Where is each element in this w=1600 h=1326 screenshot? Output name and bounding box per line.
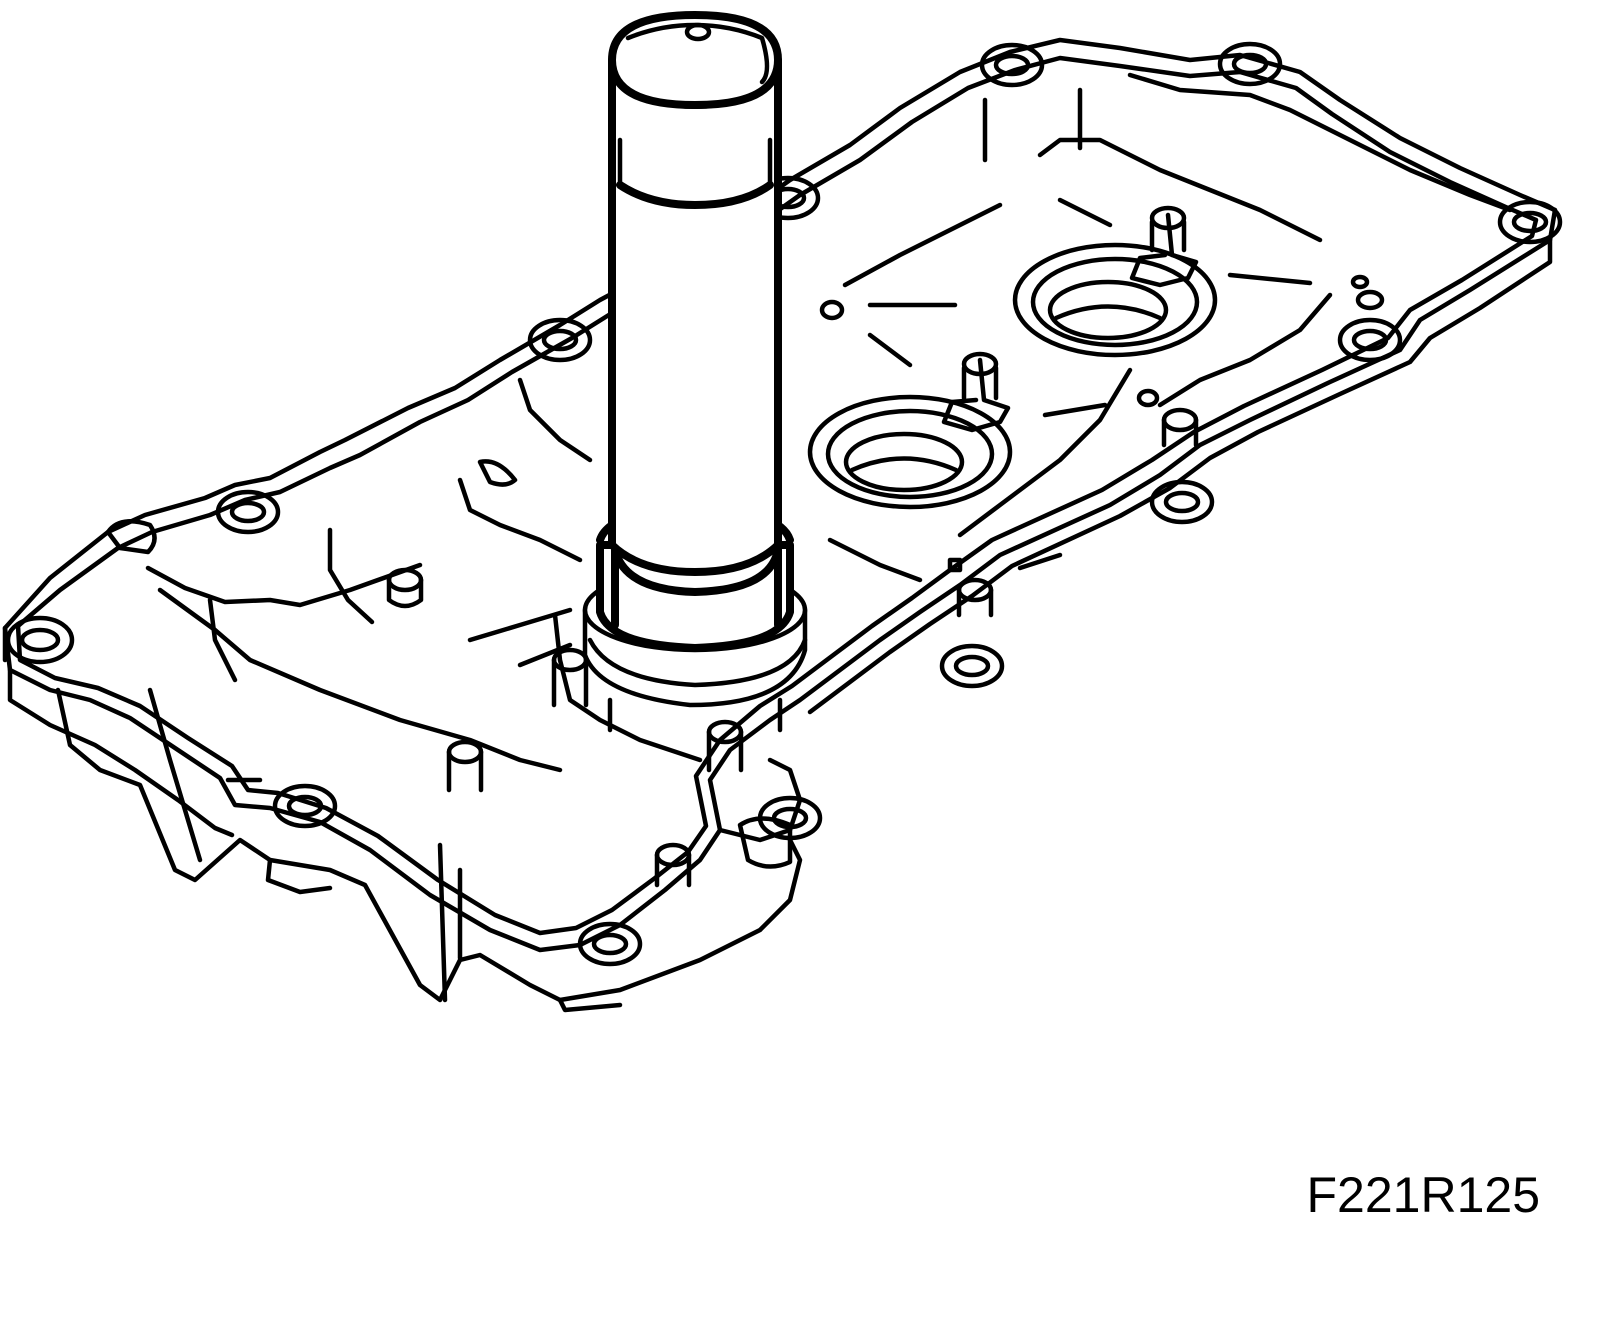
peg-pin xyxy=(386,567,424,609)
bolt-hole xyxy=(819,299,845,321)
housing-skirt xyxy=(2,237,1553,843)
drift-tool xyxy=(582,11,808,733)
bolt-hole xyxy=(1149,479,1215,525)
flange-lugs xyxy=(105,519,793,869)
bolt-hole xyxy=(979,42,1045,88)
peg-pin xyxy=(446,739,484,793)
peg-pin xyxy=(956,577,994,618)
peg-pin xyxy=(947,557,963,573)
bolt-hole xyxy=(1350,274,1370,290)
peg-pin xyxy=(654,842,692,888)
figure-code: F221R125 xyxy=(1306,1167,1541,1223)
bolt-hole xyxy=(577,921,643,967)
bolt-hole xyxy=(1355,289,1385,311)
peg-pin xyxy=(706,719,744,773)
bolt-hole xyxy=(1217,41,1283,87)
bolt-hole xyxy=(939,643,1005,689)
bearing-bore-lower xyxy=(807,394,1013,510)
bolt-hole xyxy=(5,615,75,665)
bearing-bore-upper xyxy=(1012,242,1218,358)
peg-pin xyxy=(1161,407,1199,448)
bolt-hole xyxy=(1337,317,1403,363)
bolt-hole xyxy=(215,489,281,535)
bolt-hole xyxy=(527,317,593,363)
bolt-hole xyxy=(1136,388,1160,408)
housing-body xyxy=(55,687,803,1013)
bolt-hole xyxy=(1497,199,1563,245)
bolt-holes xyxy=(5,41,1563,967)
stepped-stud-lower xyxy=(941,351,1011,433)
bolt-hole xyxy=(272,783,338,829)
tool-head xyxy=(608,11,782,109)
tool-shaft xyxy=(608,56,782,576)
stepped-stud-upper xyxy=(1129,205,1199,288)
